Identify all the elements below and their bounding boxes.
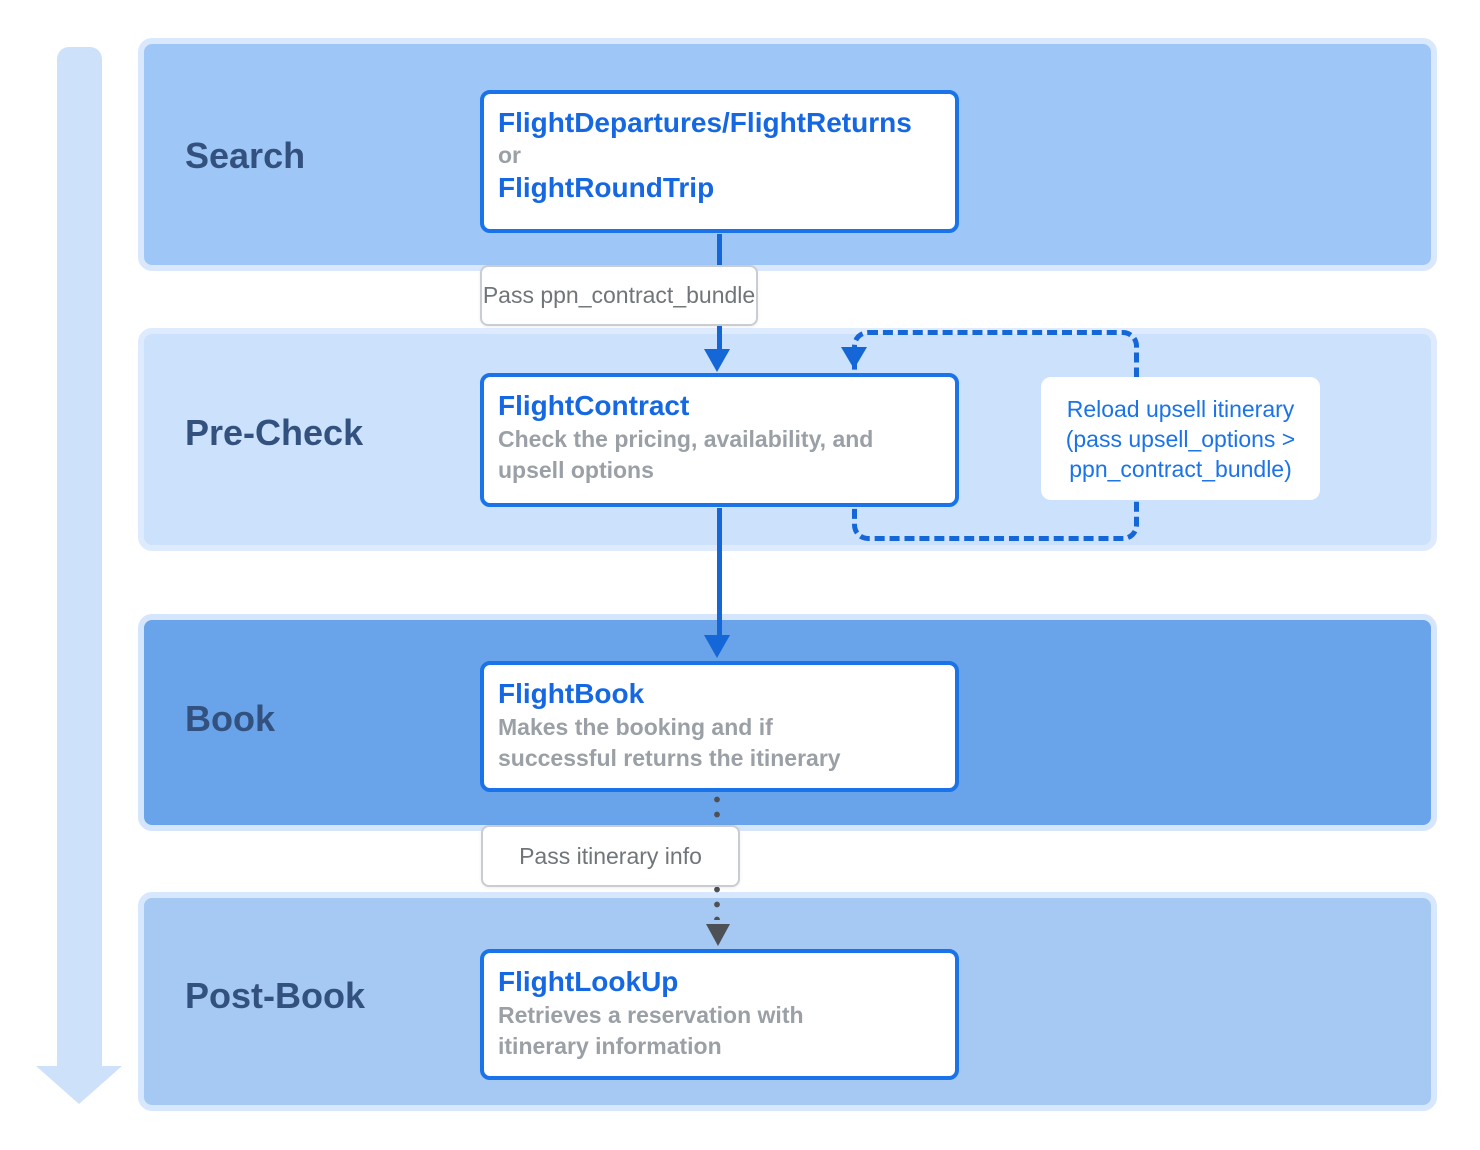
stage-label-precheck: Pre-Check xyxy=(185,412,364,453)
node-flight-contract: FlightContract Check the pricing, availa… xyxy=(480,373,959,507)
flow-direction-arrow-icon xyxy=(36,1066,122,1104)
stage-label-search: Search xyxy=(185,135,306,176)
node-flight-search: FlightDepartures/FlightReturns or Flight… xyxy=(480,90,959,233)
node-flight-search-or: or xyxy=(498,142,521,168)
reload-upsell-line1: Reload upsell itinerary xyxy=(1066,395,1295,422)
flow-direction-arrow-bar xyxy=(57,47,102,1068)
node-flight-contract-title: FlightContract xyxy=(498,390,690,421)
node-flight-lookup-description-line2: itinerary information xyxy=(498,1033,722,1059)
node-flight-search-title: FlightDepartures/FlightReturns xyxy=(498,107,912,138)
connector-search-to-contract-arrowhead-icon xyxy=(704,349,730,372)
connector-label-reload-upsell: Reload upsell itinerary (pass upsell_opt… xyxy=(1041,377,1320,500)
node-flight-contract-description-line2: upsell options xyxy=(498,457,654,483)
connector-book-to-lookup-arrowhead-icon xyxy=(706,924,730,946)
node-flight-book-description-line2: successful returns the itinerary xyxy=(498,745,841,771)
node-flight-lookup-title: FlightLookUp xyxy=(498,966,679,997)
node-flight-book-title: FlightBook xyxy=(498,678,645,709)
node-flight-search-alt-title: FlightRoundTrip xyxy=(498,172,715,203)
node-flight-lookup-description-line1: Retrieves a reservation with xyxy=(498,1002,804,1028)
node-flight-contract-description-line1: Check the pricing, availability, and xyxy=(498,426,874,452)
stage-label-book: Book xyxy=(185,698,275,739)
node-flight-book: FlightBook Makes the booking and if succ… xyxy=(480,661,959,792)
reload-upsell-line2: (pass upsell_options > xyxy=(1065,425,1296,452)
connector-contract-to-book-arrowhead-icon xyxy=(704,635,730,658)
connector-label-pass-ppn-contract-bundle: Pass ppn_contract_bundle xyxy=(480,265,758,326)
connector-label-pass-itinerary-info: Pass itinerary info xyxy=(481,825,740,887)
reload-loop-arrowhead-icon xyxy=(841,347,867,369)
stage-label-postbook: Post-Book xyxy=(185,975,365,1016)
node-flight-lookup: FlightLookUp Retrieves a reservation wit… xyxy=(480,949,959,1080)
reload-upsell-line3: ppn_contract_bundle) xyxy=(1069,455,1292,482)
connector-contract-to-book xyxy=(717,508,722,636)
node-flight-book-description-line1: Makes the booking and if xyxy=(498,714,773,740)
